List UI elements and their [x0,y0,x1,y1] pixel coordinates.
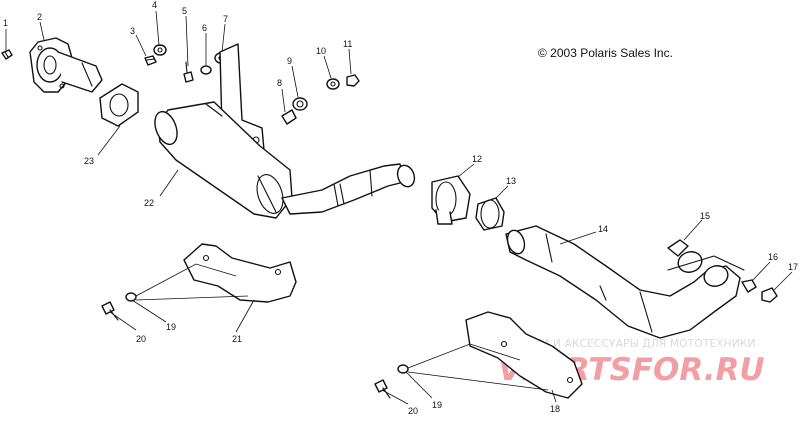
part-23-gasket [99,83,139,127]
part-14-head-pipe [505,225,745,339]
part-10-washer [326,78,340,90]
part-19-washer-left [125,292,137,302]
part-20-bolt-left [101,301,119,321]
part-9-grommet [292,97,308,111]
callout-20-right: 20 [408,406,418,416]
leader-lines [5,10,793,405]
watermark-subtitle: ЗАПЧАСТИ И АКСЕССУАРЫ ДЛЯ МОТОТЕХНИКИ [490,338,756,350]
part-15-gasket [667,239,689,257]
callout-18: 18 [550,404,560,414]
part-11-nut [346,74,360,87]
part-22-muffler [154,43,416,219]
callout-11: 11 [343,39,352,49]
callout-20-left: 20 [136,334,146,344]
callout-14: 14 [598,224,608,234]
callout-15: 15 [700,211,710,221]
callout-17: 17 [788,262,798,272]
callout-23: 23 [84,156,94,166]
callout-19-left: 19 [166,322,176,332]
callout-9: 9 [287,56,292,66]
callout-3: 3 [130,26,135,36]
part-2-end-cap [29,37,103,93]
part-20-bolt-right [374,379,391,399]
callout-22: 22 [144,198,154,208]
callout-10: 10 [316,46,326,56]
callout-4: 4 [152,0,157,10]
callout-5: 5 [182,6,187,16]
callout-21: 21 [232,334,242,344]
part-5-bolt [183,61,194,83]
part-16-nut [741,279,757,293]
part-3-bolt [144,55,157,66]
callout-16: 16 [768,252,778,262]
callout-2: 2 [37,12,42,22]
part-6-washer [200,65,212,75]
callout-19-right: 19 [432,400,442,410]
part-4-washer [153,44,167,56]
callout-8: 8 [277,78,282,88]
callout-6: 6 [202,23,207,33]
part-17-nut [761,287,778,303]
part-21-heat-shield [183,243,297,303]
part-1-bolt [1,49,13,60]
callout-1: 1 [3,18,8,28]
part-12-clamp [431,175,471,225]
part-18-heat-shield [465,311,583,399]
callout-13: 13 [506,176,516,186]
part-19-washer-right [397,364,409,374]
part-8-spacer [281,109,297,125]
callout-7: 7 [223,14,228,24]
part-13-seal [475,197,505,231]
callouts: 1 2 3 4 5 6 7 8 9 10 11 12 13 14 15 16 1… [3,0,798,416]
callout-12: 12 [472,154,482,164]
copyright-notice: © 2003 Polaris Sales Inc. [538,46,673,60]
